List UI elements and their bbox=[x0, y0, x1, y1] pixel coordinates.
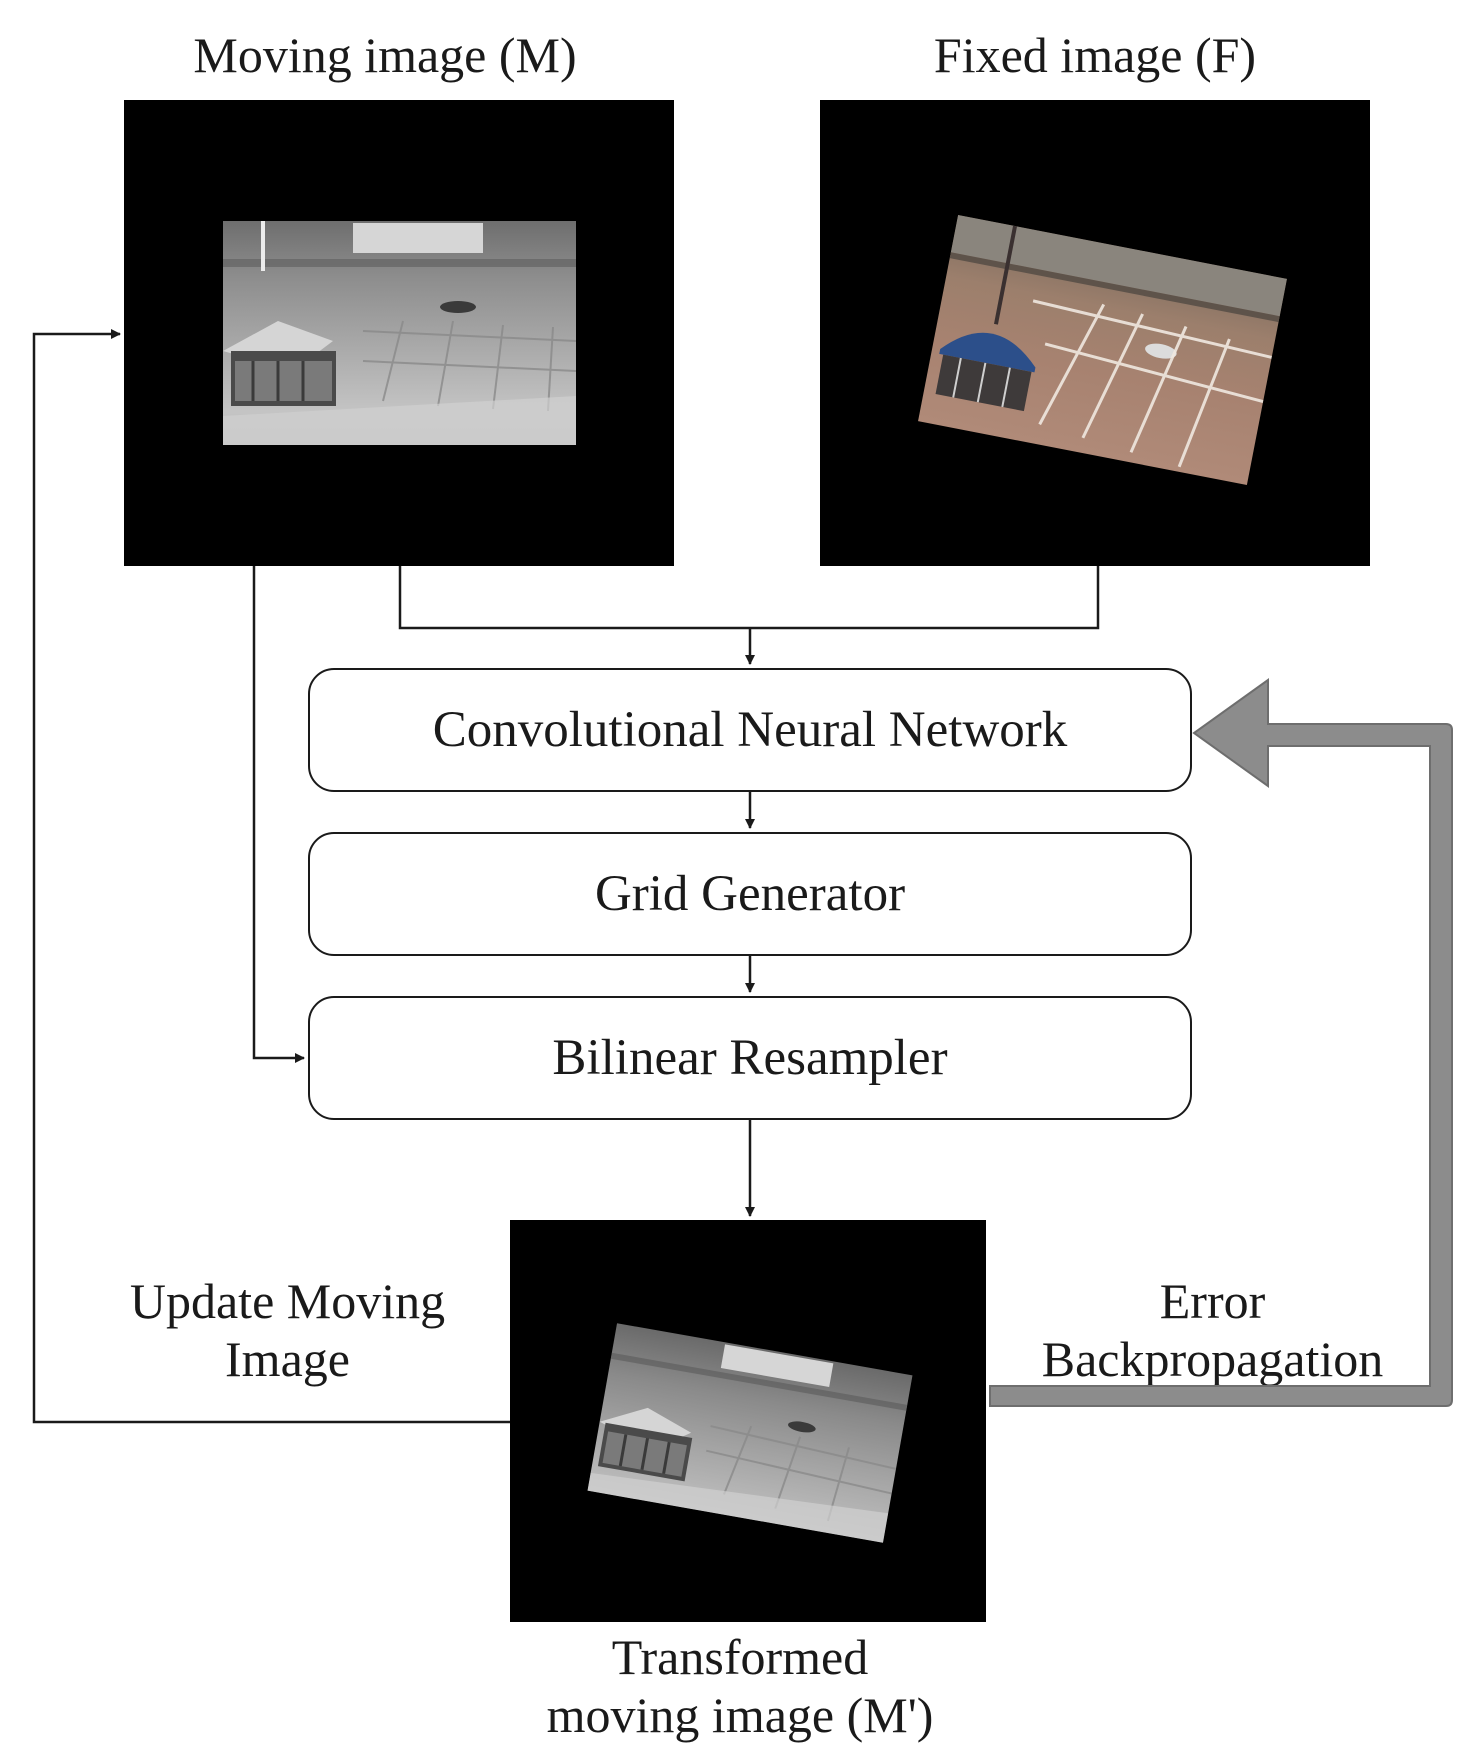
fixed-image-scene bbox=[935, 214, 1287, 468]
transformed-image-photo bbox=[587, 1323, 913, 1543]
moving-image-scene bbox=[223, 221, 576, 445]
update-moving-image-label: Update Moving Image bbox=[90, 1272, 485, 1388]
transformed-image-label-line1: Transformed bbox=[611, 1629, 869, 1685]
cnn-block-label: Convolutional Neural Network bbox=[432, 702, 1068, 758]
error-backpropagation-label-line1: Error bbox=[1159, 1273, 1266, 1329]
grid-generator-block: Grid Generator bbox=[308, 832, 1192, 956]
grid-generator-block-label: Grid Generator bbox=[594, 866, 906, 922]
transformed-image-label: Transformed moving image (M') bbox=[440, 1628, 1040, 1744]
moving-image-label: Moving image (M) bbox=[193, 27, 577, 83]
update-moving-image-label-line1: Update Moving bbox=[129, 1273, 446, 1329]
transformed-image-label-line2: moving image (M') bbox=[546, 1687, 934, 1743]
error-backpropagation-label-line2: Backpropagation bbox=[1041, 1331, 1384, 1387]
transformed-image-scene bbox=[587, 1344, 908, 1543]
inputs-to-cnn-connector bbox=[398, 566, 1100, 630]
transformed-image-panel bbox=[510, 1220, 986, 1622]
fixed-image-photo bbox=[918, 214, 1287, 486]
fixed-image-label: Fixed image (F) bbox=[933, 27, 1257, 83]
bilinear-resampler-block: Bilinear Resampler bbox=[308, 996, 1192, 1120]
moving-to-resampler-arrow bbox=[252, 566, 305, 1063]
update-moving-image-label-line2: Image bbox=[225, 1331, 350, 1387]
moving-image-panel bbox=[124, 100, 674, 566]
bilinear-resampler-block-label: Bilinear Resampler bbox=[552, 1030, 948, 1086]
fixed-image-panel bbox=[820, 100, 1370, 566]
error-backpropagation-label: Error Backpropagation bbox=[1000, 1272, 1425, 1388]
moving-image-photo bbox=[223, 221, 576, 445]
cnn-block: Convolutional Neural Network bbox=[308, 668, 1192, 792]
